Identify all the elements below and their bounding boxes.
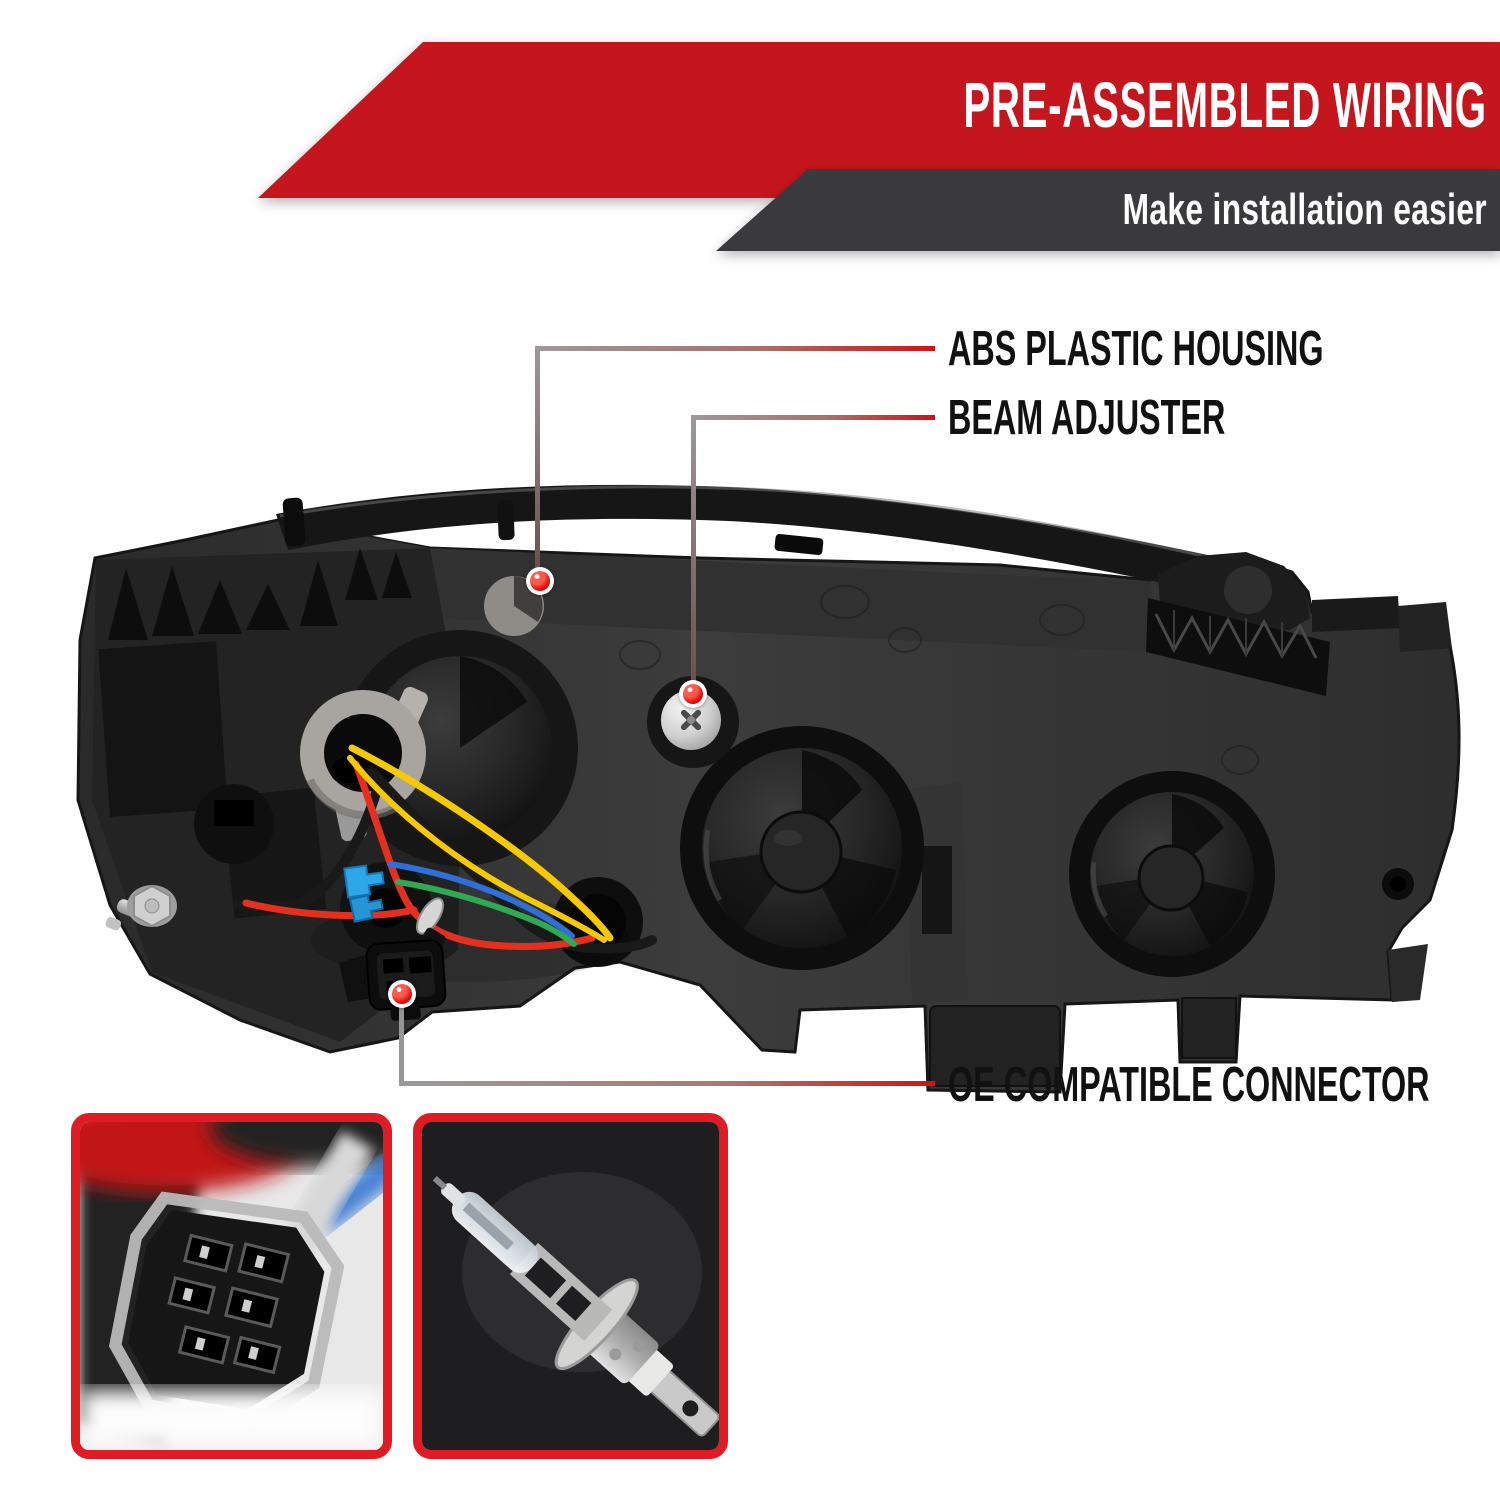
mounting-bracket — [1146, 552, 1452, 696]
mounting-bolt — [105, 884, 177, 931]
callout-label-text: OE COMPATIBLE CONNECTOR — [948, 1058, 1430, 1112]
callout-label-oe-compatible-connector: OE COMPATIBLE CONNECTOR — [948, 1058, 1500, 1112]
callout-label-abs-plastic-housing: ABS PLASTIC HOUSING — [948, 322, 1500, 376]
page-title: PRE-ASSEMBLED WIRING — [656, 50, 1487, 160]
page-subtitle: Make installation easier — [981, 172, 1487, 248]
oe-leader-vertical — [399, 1004, 404, 1084]
page-title-text: PRE-ASSEMBLED WIRING — [963, 69, 1487, 141]
oe-leader-horizontal — [399, 1081, 935, 1086]
inset-connector-photo — [71, 1113, 392, 1459]
beam-leader-vertical — [691, 415, 696, 688]
beam-callout-dot-icon — [679, 680, 707, 708]
oe-connector-closeup — [80, 1122, 383, 1450]
abs-leader-vertical — [535, 346, 540, 574]
beam-adjuster-screw — [647, 676, 739, 768]
callout-label-beam-adjuster: BEAM ADJUSTER — [948, 391, 1368, 445]
access-cover-right — [1069, 771, 1275, 977]
oe-callout-dot-icon — [388, 980, 416, 1008]
h1-bulb — [422, 1122, 719, 1450]
access-cover-center — [680, 726, 924, 970]
abs-callout-dot-icon — [526, 567, 554, 595]
callout-label-text: ABS PLASTIC HOUSING — [948, 322, 1324, 376]
page-subtitle-text: Make installation easier — [1122, 185, 1487, 234]
rubber-seal-strip — [276, 484, 1240, 600]
abs-leader-horizontal — [537, 346, 935, 351]
inset-bulb-photo — [413, 1113, 728, 1459]
beam-leader-horizontal — [693, 415, 935, 420]
cooling-fins — [108, 548, 412, 640]
callout-label-text: BEAM ADJUSTER — [948, 391, 1226, 445]
